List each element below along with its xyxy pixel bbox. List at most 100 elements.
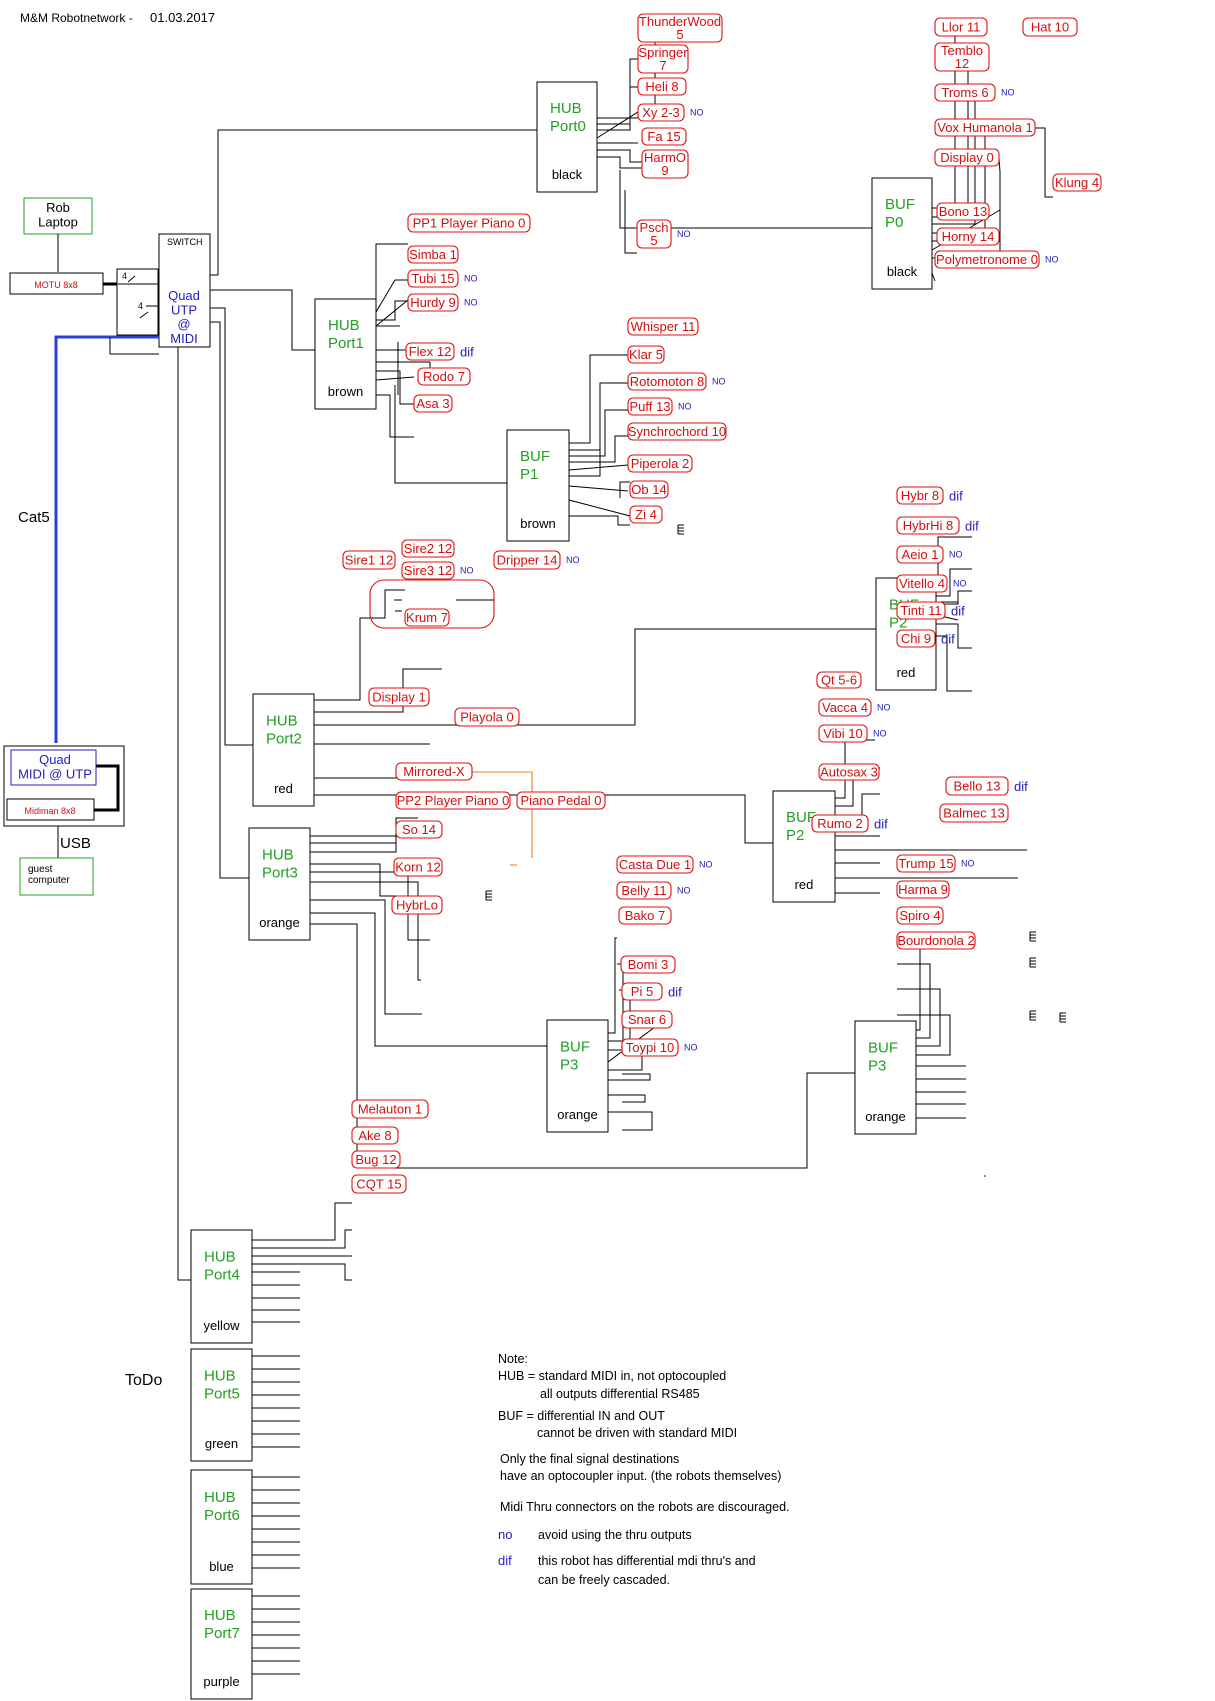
robot-label: Harma 9: [898, 882, 948, 897]
unit-color: orange: [865, 1109, 905, 1124]
robot-box: [391, 895, 443, 915]
rob-laptop-box: [23, 197, 93, 235]
wire: [210, 307, 253, 746]
robot-box: [627, 454, 693, 473]
robot-box: [637, 44, 689, 74]
robot-box: [627, 422, 727, 441]
robot-label: Casta Due 1: [619, 857, 691, 872]
robot-so-14-box: So 14: [395, 820, 443, 839]
robot-box: [637, 13, 723, 43]
robot-box: [351, 1150, 401, 1169]
unit-color: purple: [203, 1674, 239, 1689]
unit-type: HUB: [204, 1607, 236, 1624]
robot-label: Korn 12: [395, 860, 441, 875]
wire: [569, 382, 628, 451]
robot-box: [896, 906, 944, 925]
robot-label: Rotomoton 8: [630, 374, 704, 389]
robot-korn-12-box: Korn 12: [393, 857, 443, 877]
robot-display-0-box: Display 0: [934, 148, 1000, 167]
wire: [568, 464, 629, 471]
robot-box: [407, 269, 459, 288]
cable-count: 4: [122, 271, 127, 281]
wire: [310, 881, 421, 981]
robot-box: [629, 505, 663, 524]
robot-label: Vitello 4: [899, 576, 945, 591]
robot-ob-14-box: Ob 14: [629, 480, 669, 499]
unit-port: P3: [868, 1058, 886, 1075]
switch-box: [158, 233, 211, 348]
robot-label: Bello 13: [954, 779, 1001, 794]
robot-snar-6-box: Snar 6: [621, 1010, 673, 1029]
robot-label: Springer: [638, 45, 688, 60]
robot-label: CQT 15: [356, 1177, 401, 1192]
robot-pp1-player-piano-0-box: PP1 Player Piano 0: [407, 213, 531, 233]
robot-bourdonola-2-box: Bourdonola 2: [896, 931, 976, 950]
robot-box: [1022, 17, 1078, 37]
no-thru-tag: NO: [961, 859, 975, 869]
unit-port: Port2: [266, 730, 302, 747]
unit-type: HUB: [204, 1367, 236, 1384]
wire: [619, 481, 630, 498]
robot-bug-12-box: Bug 12: [351, 1150, 401, 1169]
unit-color: green: [205, 1436, 238, 1451]
robot-label: Xy 2-3: [642, 105, 680, 120]
no-thru-tag: NO: [460, 566, 474, 576]
usb-label: USB: [60, 835, 91, 852]
unit-color: brown: [328, 384, 363, 399]
unit-port: P3: [560, 1056, 578, 1073]
no-thru-tag: NO: [953, 579, 967, 589]
wire: [897, 963, 931, 1039]
unit-color: red: [897, 665, 916, 680]
robot-label: Vox Humanola 1: [937, 120, 1032, 135]
wire: [568, 499, 631, 517]
wire: [619, 170, 872, 229]
robot-spiro-4-box: Spiro 4: [896, 906, 944, 925]
wire: [94, 764, 120, 812]
robot-box: [896, 854, 956, 873]
robot-whisper-11-box: Whisper 11: [627, 317, 699, 336]
robot-label: Toypi 10: [626, 1040, 674, 1055]
unit-type: BUF: [868, 1040, 898, 1057]
robot-label: Tinti 11: [900, 603, 941, 618]
unit-port: Port3: [262, 864, 298, 881]
robot-label: Balmec 13: [943, 806, 1004, 821]
wire: [608, 937, 617, 1034]
wire: [936, 568, 972, 597]
robot-label: Belly 11: [621, 883, 666, 898]
wire: [310, 899, 422, 1015]
robot-box: [627, 397, 673, 416]
robot-box: [616, 855, 694, 874]
robot-box: [637, 103, 685, 122]
robot-label: Horny 14: [942, 229, 995, 244]
wire: [569, 354, 628, 444]
note-no-key: no: [498, 1527, 512, 1542]
wire: [376, 370, 414, 405]
robot-box: [627, 317, 699, 336]
robot-label: So 14: [402, 822, 436, 837]
unit-color: orange: [557, 1107, 597, 1122]
unit-type: BUF: [786, 809, 816, 826]
wire: [54, 335, 159, 743]
robot-label: Hurdy 9: [410, 295, 456, 310]
robot-label: Sire2 12: [404, 541, 452, 556]
robot-label: Asa 3: [416, 396, 449, 411]
dif-thru-tag: dif: [949, 489, 963, 504]
robot-label: Bomi 3: [628, 957, 668, 972]
robot-box: [934, 17, 988, 37]
robot-box: [621, 982, 663, 1001]
note-heading: Note:: [498, 1352, 528, 1366]
robot-box: [934, 118, 1036, 137]
